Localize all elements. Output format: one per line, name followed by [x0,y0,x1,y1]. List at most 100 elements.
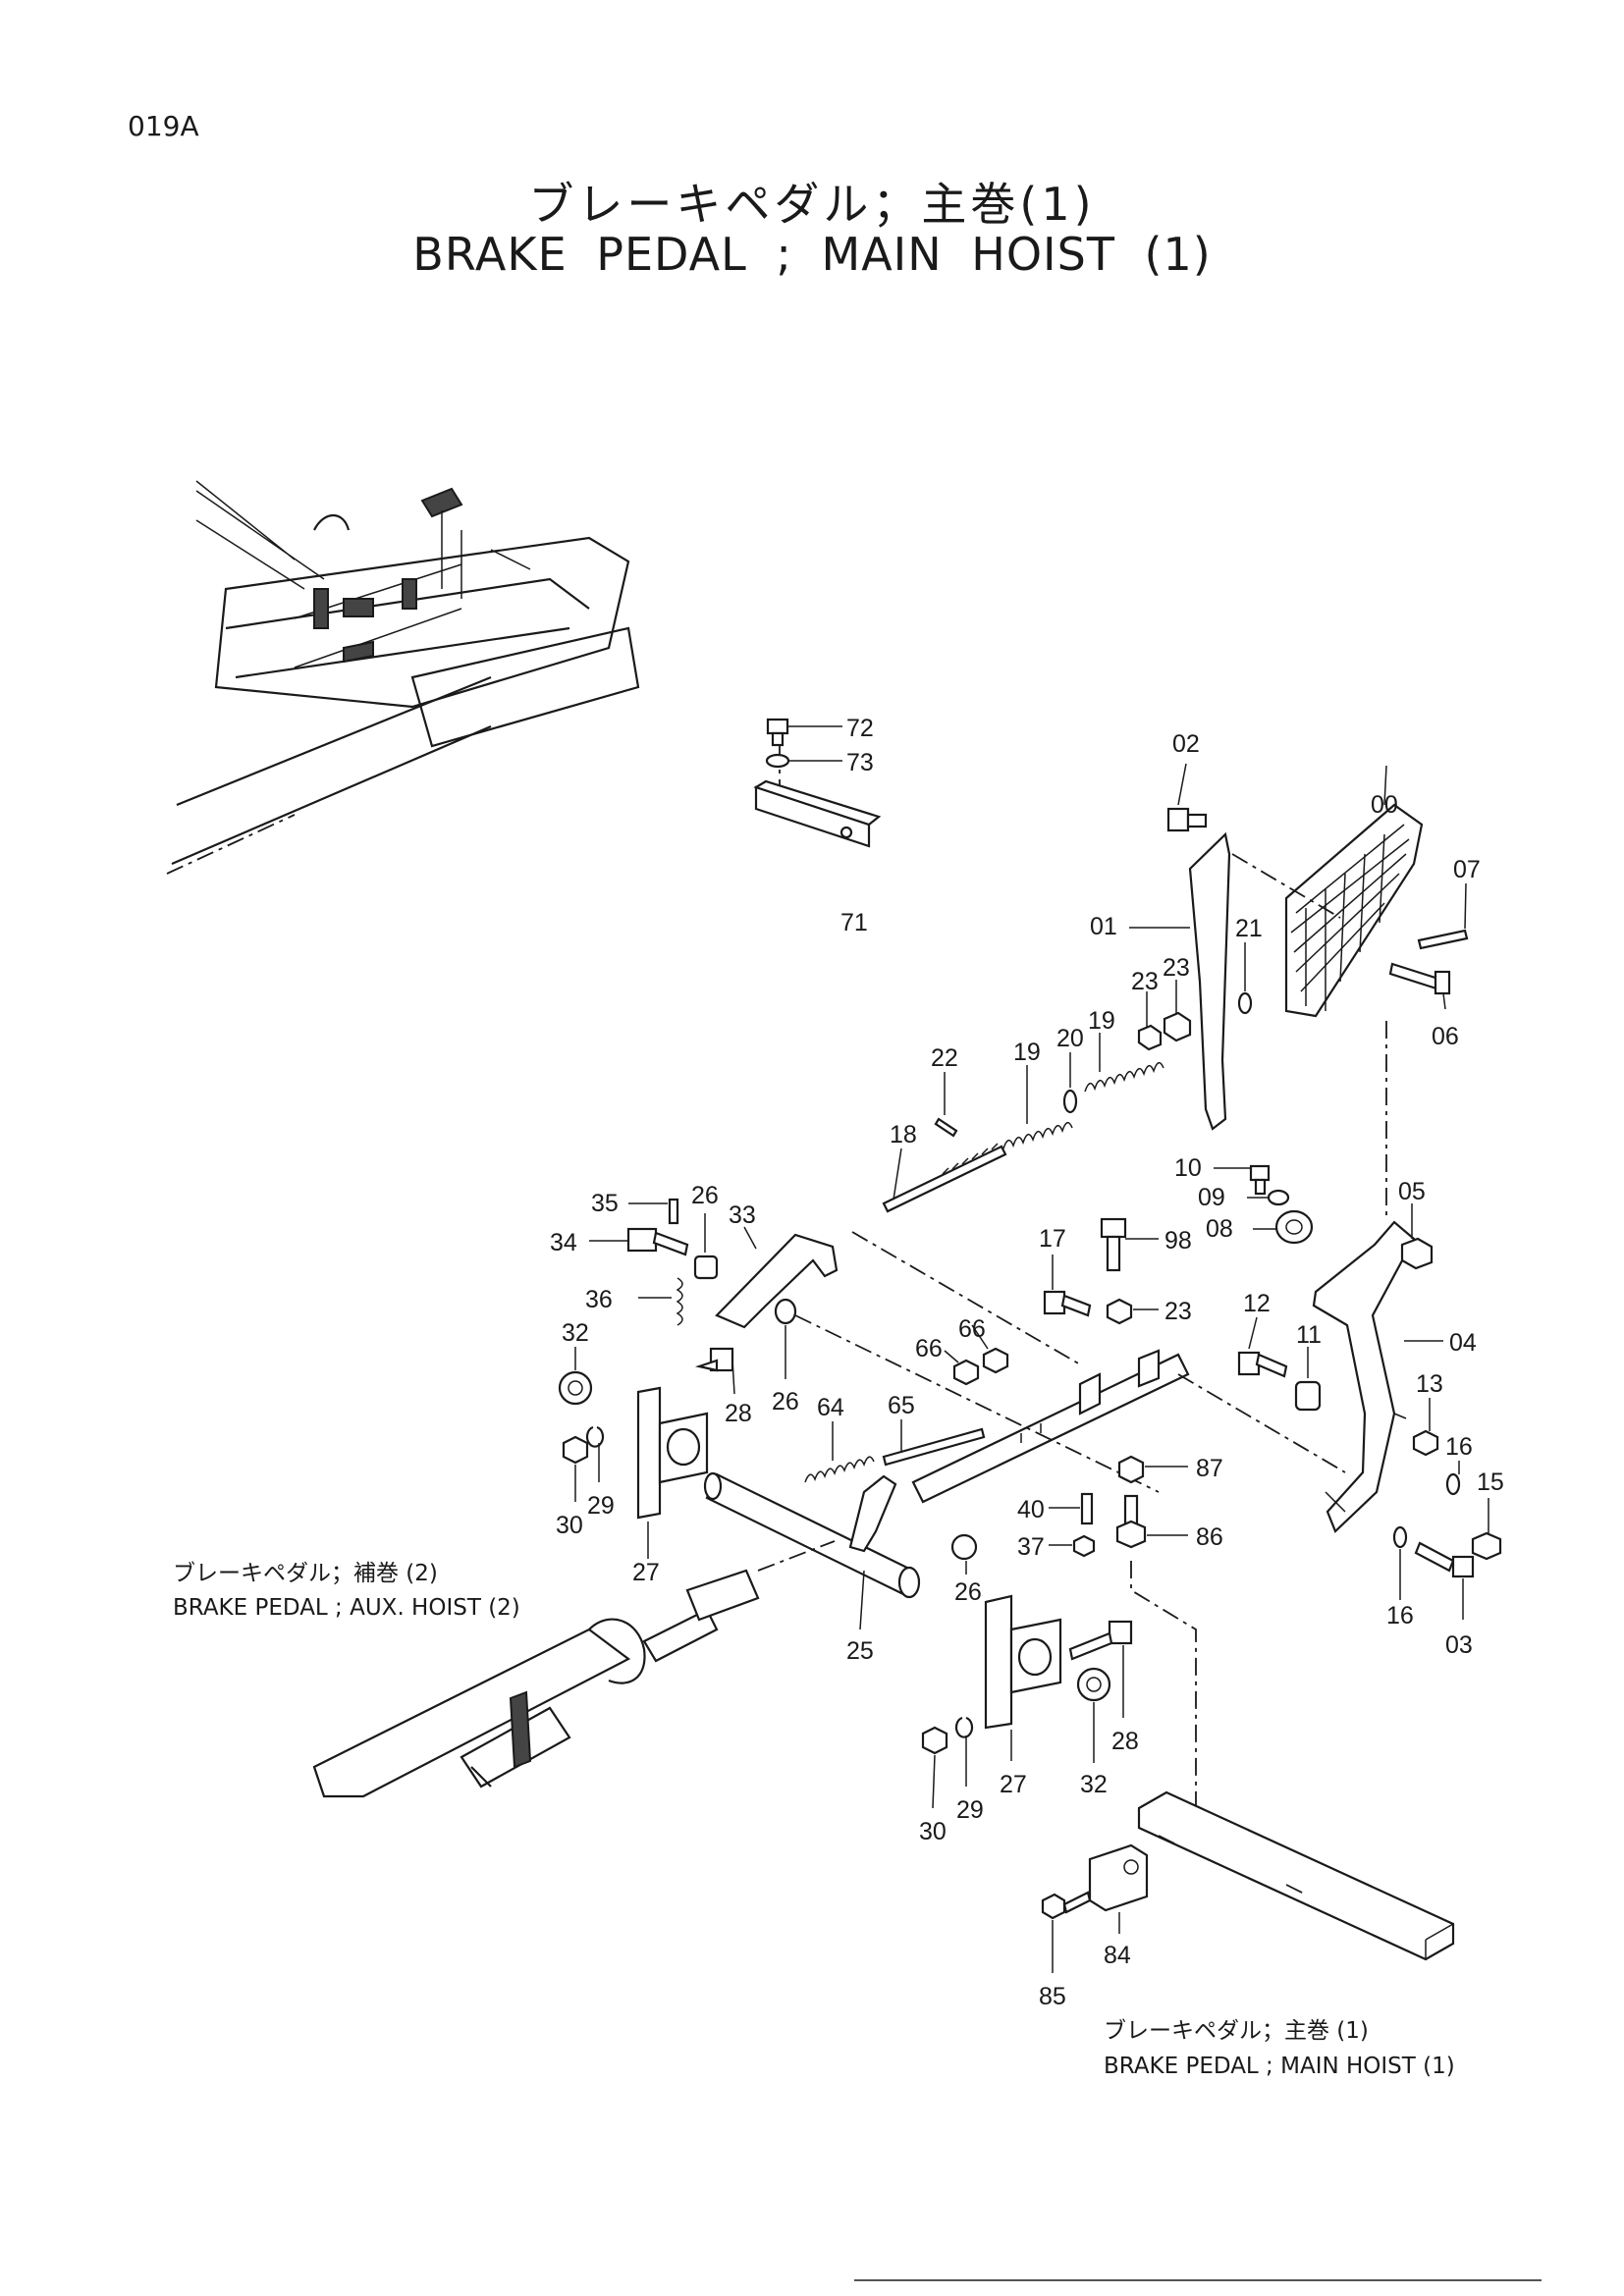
callout-26b: 26 [772,1388,799,1415]
callout-32a: 32 [562,1319,589,1347]
callout-73: 73 [846,749,874,776]
callout-08: 08 [1206,1215,1233,1243]
part-30-nut-left [562,1435,589,1502]
part-28-bolt-right [1068,1620,1133,1718]
leader-00-01 [1231,853,1341,919]
part-86-bolt [1115,1494,1188,1549]
part-87-nut [1117,1455,1188,1484]
part-15-nut [1471,1498,1502,1561]
part-01-pedal-arm [1129,831,1231,1131]
part-85-bolt [1041,1891,1092,1973]
callout-01: 01 [1090,913,1117,940]
caption-main-jp: ブレーキペダル；主巻 (1) [1104,2018,1369,2044]
callout-23a: 23 [1163,954,1190,982]
part-72-bolt [766,718,842,747]
caption-aux-jp: ブレーキペダル；補巻 (2) [173,1561,438,1586]
callout-04: 04 [1449,1329,1477,1357]
callout-84: 84 [1104,1942,1131,1969]
callout-25: 25 [846,1637,874,1665]
callout-36: 36 [585,1286,613,1313]
part-29-washer-left [585,1425,605,1482]
callout-20: 20 [1056,1025,1084,1052]
callout-19a: 19 [1013,1039,1041,1066]
callout-00: 00 [1371,791,1398,819]
main-beam [1137,1790,1455,1961]
callout-72: 72 [846,715,874,742]
callout-16a: 16 [1445,1433,1473,1461]
callout-66a: 66 [958,1315,986,1343]
callout-85: 85 [1039,1983,1066,2010]
part-08-bushing [1253,1209,1314,1245]
callout-32b: 32 [1080,1771,1108,1798]
callout-64: 64 [817,1394,844,1421]
part-16-washer [1392,1461,1461,1600]
callout-27a: 27 [632,1559,660,1586]
part-13-nut [1412,1398,1439,1457]
callout-30b: 30 [919,1818,947,1845]
callout-86: 86 [1196,1523,1223,1551]
part-21-washer [1237,942,1253,1015]
leader-86-84 [1130,1561,1197,1828]
callout-10: 10 [1174,1154,1202,1182]
callout-12: 12 [1243,1290,1271,1317]
part-19-spring-b [1084,1033,1164,1093]
part-71-plate [753,746,882,848]
callout-71: 71 [840,909,868,936]
callout-35: 35 [591,1190,619,1217]
callout-23c: 23 [1164,1298,1192,1325]
part-35-pin [628,1198,679,1225]
callout-37: 37 [1017,1533,1045,1561]
part-18-rod [882,1143,1007,1213]
title-english: BRAKE PEDAL ; MAIN HOIST (1) [412,228,1212,281]
part-26-bushing-low [950,1533,978,1575]
callout-05: 05 [1398,1178,1426,1205]
part-23-nuts [1137,980,1192,1051]
callout-30a: 30 [556,1512,583,1539]
part-34-bolt [589,1227,689,1256]
part-65-rod [882,1419,986,1467]
callout-06: 06 [1432,1023,1459,1050]
callout-09: 09 [1198,1184,1225,1211]
part-09-washer [1247,1189,1290,1206]
part-64-spring [804,1421,875,1483]
part-27-block-left [636,1386,709,1559]
part-37-nut [1049,1534,1096,1558]
callout-19b: 19 [1088,1007,1115,1035]
part-11-spacer [1294,1347,1322,1412]
callout-66b: 66 [915,1335,943,1362]
part-26-bushing-mid [774,1298,797,1379]
part-27-block-right [984,1594,1062,1761]
part-40-bolt [1049,1492,1094,1525]
part-07-pin [1417,882,1469,950]
callout-87: 87 [1196,1455,1223,1482]
part-20-washer [1062,1052,1078,1114]
callout-16b: 16 [1386,1602,1414,1629]
part-17-bolt [1043,1255,1092,1317]
callout-22: 22 [931,1044,958,1072]
callout-18: 18 [890,1121,917,1148]
part-73-washer [765,753,842,769]
callout-15: 15 [1477,1468,1504,1496]
part-05-cap [1400,1203,1434,1270]
callout-29b: 29 [956,1796,984,1824]
part-06-pin [1388,962,1451,1010]
callout-02: 02 [1172,730,1200,758]
callout-28b: 28 [1111,1728,1139,1755]
part-84-block [1088,1843,1149,1934]
caption-main-en: BRAKE PEDAL ; MAIN HOIST (1) [1104,2054,1455,2079]
part-33-bracket [715,1226,839,1329]
callout-21: 21 [1235,915,1263,942]
callout-13: 13 [1416,1370,1443,1398]
part-10-bolt [1214,1164,1271,1196]
callout-33: 33 [729,1201,756,1229]
overview-inset [166,480,640,875]
part-23-nut [1106,1298,1159,1325]
footer-rule [854,2279,1542,2281]
part-30-nut-right [921,1726,948,1809]
part-66-nuts [944,1324,1009,1386]
callout-27b: 27 [1000,1771,1027,1798]
callout-26a: 26 [691,1182,719,1209]
callout-65: 65 [888,1392,915,1419]
callout-26c: 26 [954,1578,982,1606]
